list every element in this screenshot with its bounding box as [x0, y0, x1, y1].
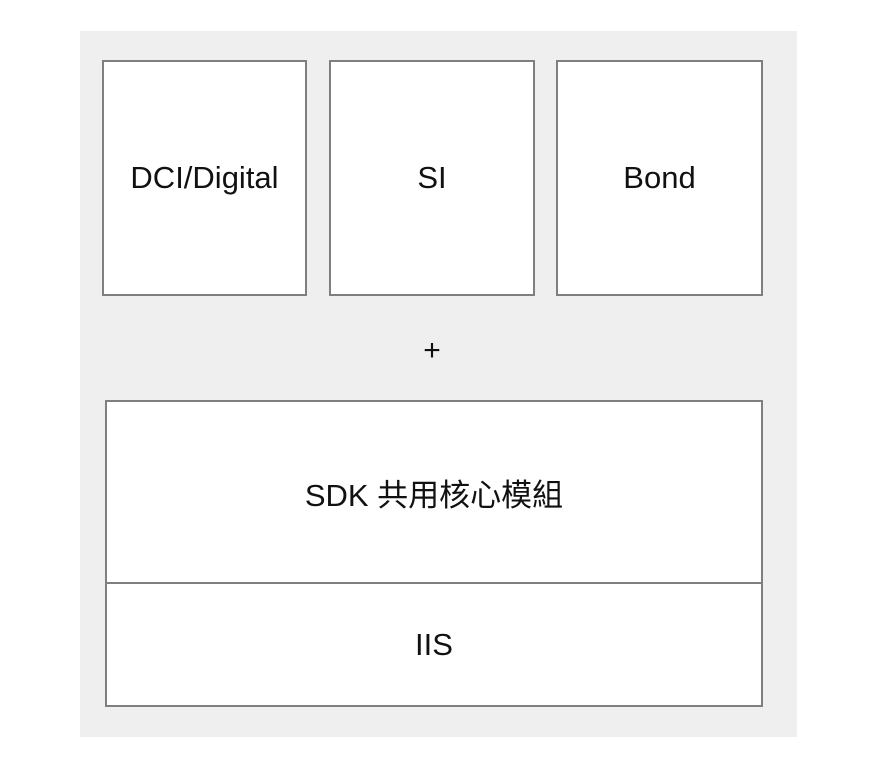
module-label: Bond — [623, 160, 696, 195]
base-label: IIS — [415, 626, 453, 662]
module-si: SI — [329, 60, 535, 296]
module-label: DCI/Digital — [130, 160, 279, 195]
plus-sign: + — [423, 334, 441, 367]
module-label: SI — [417, 160, 447, 195]
module-dci-digital: DCI/Digital — [102, 60, 307, 296]
module-bond: Bond — [556, 60, 763, 296]
sdk-core-module: SDK 共用核心模組 — [105, 400, 763, 584]
core-label: SDK 共用核心模組 — [304, 477, 564, 513]
iis-layer: IIS — [105, 582, 763, 707]
